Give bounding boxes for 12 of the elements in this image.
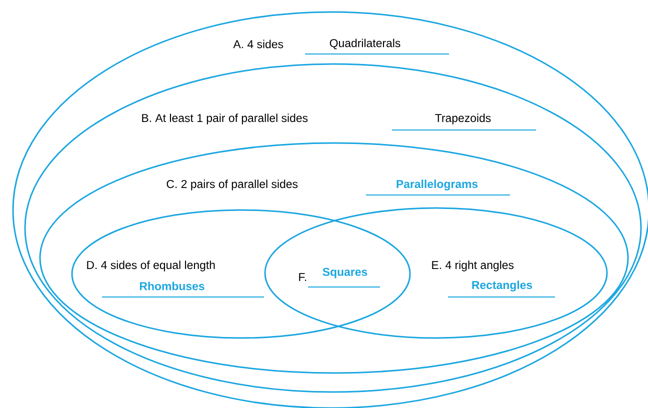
answer-text: Squares (322, 268, 368, 278)
set-label: E. 4 right angles (432, 260, 514, 272)
set-label: B. At least 1 pair of parallel sides (142, 114, 308, 124)
answer-text: Parallelograms (396, 180, 478, 190)
set-label: D. 4 sides of equal length (87, 260, 215, 272)
set-label: A. 4 sides (233, 40, 284, 48)
answer-text: Rectangles (472, 280, 532, 292)
set-label: F. (299, 273, 306, 281)
set-label: C. 2 pairs of parallel sides (166, 180, 298, 190)
answer-text: Rhombuses (140, 282, 204, 290)
answer-text: Quadrilaterals (330, 38, 400, 50)
answer-text: Trapezoids (435, 114, 491, 124)
